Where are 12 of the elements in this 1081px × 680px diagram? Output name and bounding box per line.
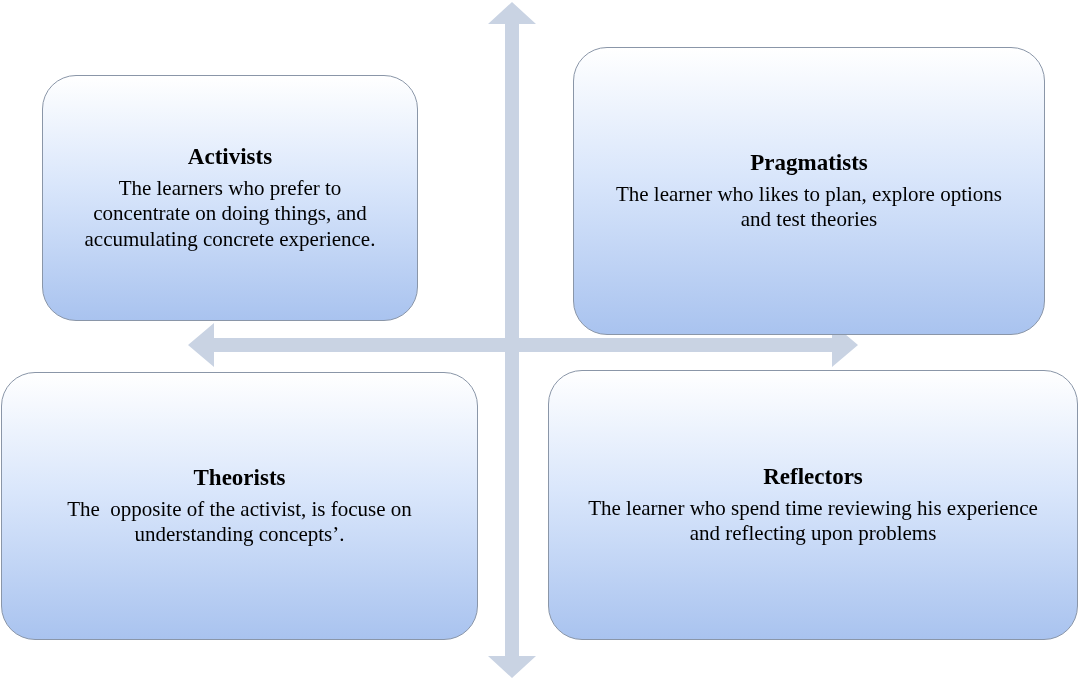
box-heading: Activists (187, 144, 273, 171)
box-heading: Reflectors (763, 463, 863, 490)
box-description: The opposite of the activist, is focuse on understanding concepts’. (66, 496, 413, 548)
quadrant-box (1, 372, 478, 640)
box-description: The learner who likes to plan, explore options and test theories (614, 181, 1004, 233)
box-heading: Pragmatists (750, 149, 868, 176)
box-description: The learners who prefer to concentrate on doing things, and accumulating concrete experience. (83, 176, 377, 252)
box-description: The learner who spend time reviewing his experience and reflecting upon problems (587, 495, 1039, 547)
quadrant-box (42, 75, 418, 321)
quadrant-box (573, 47, 1045, 335)
box-heading: Theorists (193, 464, 286, 491)
quadrant-box (548, 370, 1078, 640)
